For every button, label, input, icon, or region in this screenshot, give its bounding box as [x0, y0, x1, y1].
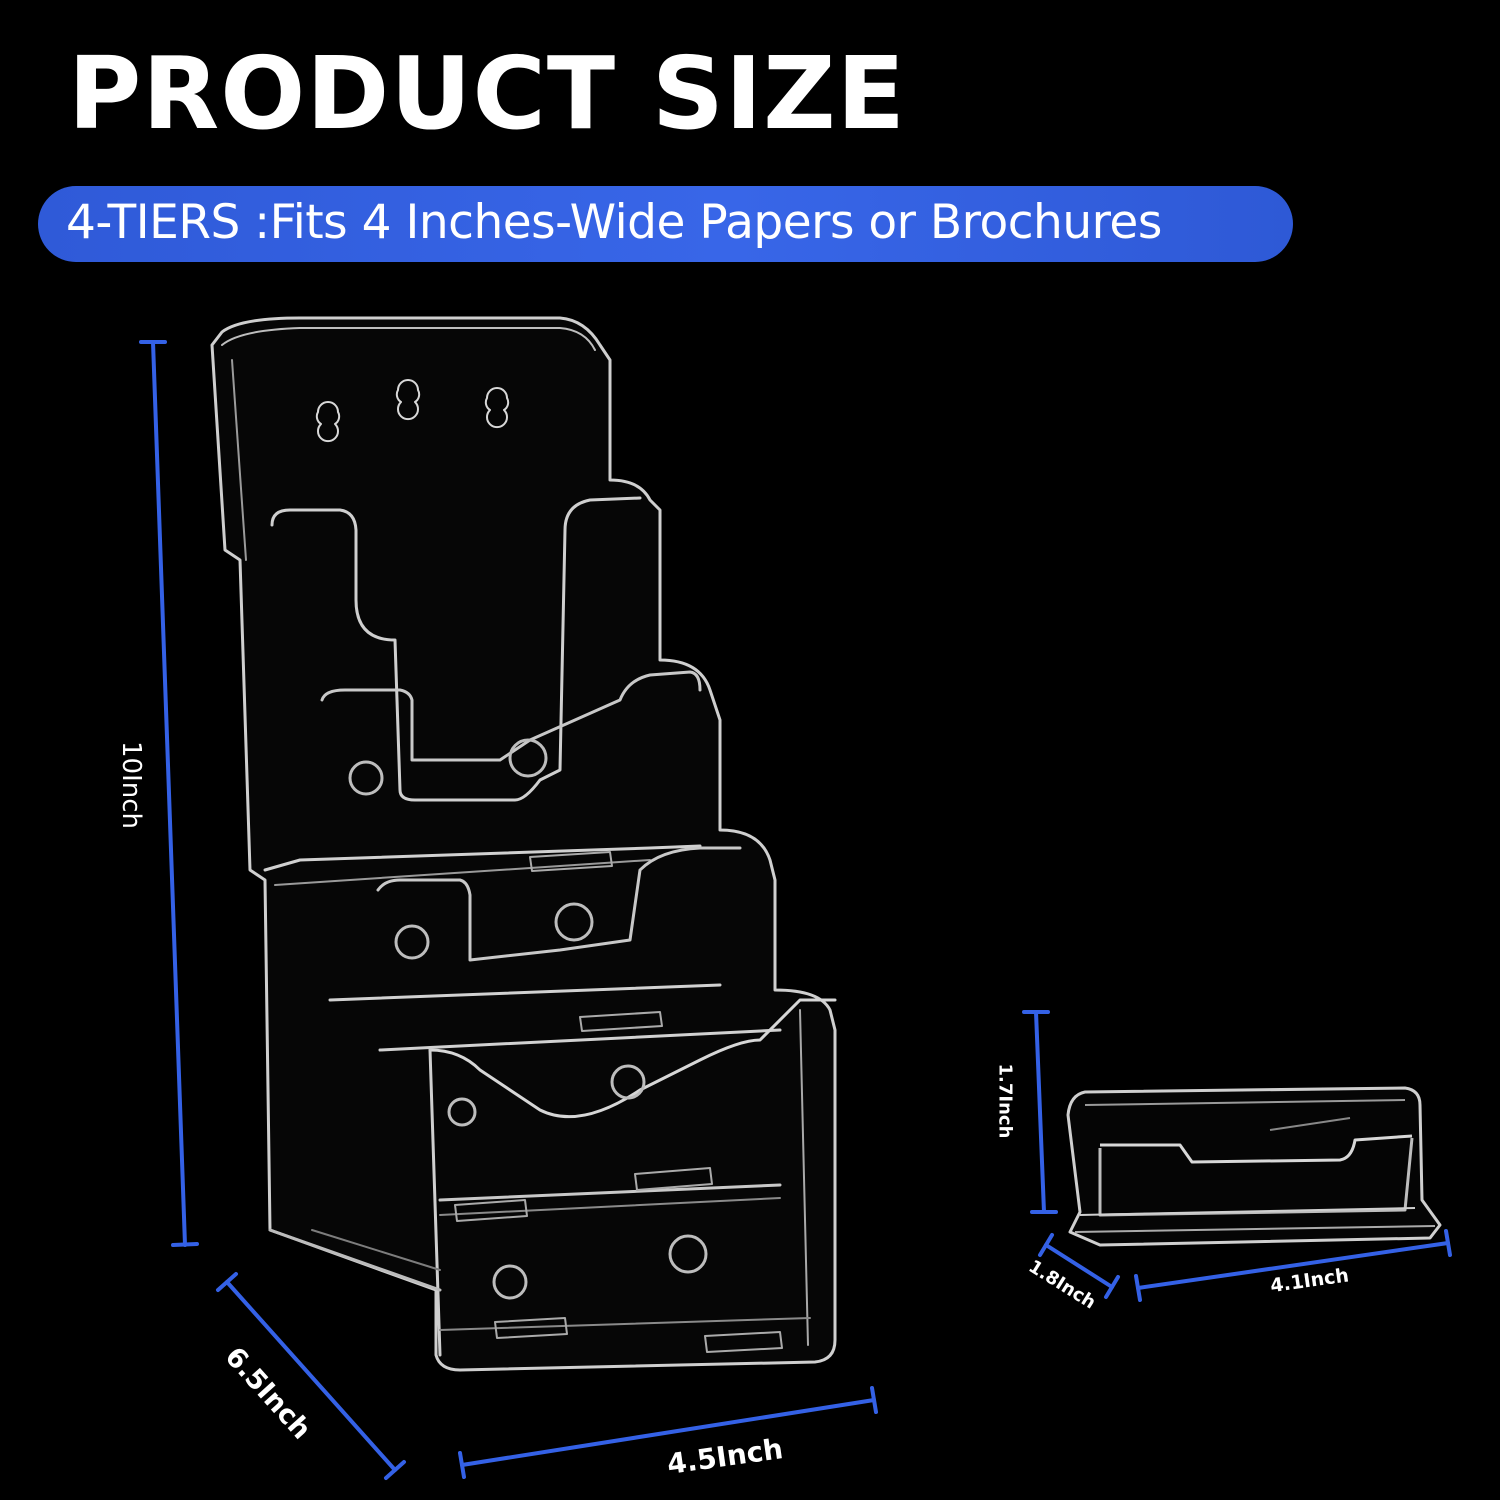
keyhole-icon: [315, 379, 510, 443]
width-dimension-line-large: [458, 1386, 878, 1479]
page-title: PRODUCT SIZE: [68, 35, 906, 152]
width-dimension-line-small: [1134, 1229, 1452, 1302]
feature-banner: [38, 186, 1293, 262]
depth-dimension-line-small: [1038, 1233, 1120, 1299]
feature-banner-text: 4-TIERS :Fits 4 Inches-Wide Papers or Br…: [66, 195, 1162, 250]
brochure-holder-image: [210, 316, 837, 1372]
depth-dimension-line-large: [216, 1272, 406, 1480]
height-dimension-line-large: [139, 340, 199, 1247]
height-dimension-line-small: [1022, 1010, 1058, 1214]
height-label-large: 10Inch: [116, 740, 146, 829]
height-label-small: 1.7Inch: [994, 1063, 1016, 1139]
card-holder-image: [1066, 1086, 1442, 1247]
dimension-lines: [139, 340, 1452, 1480]
